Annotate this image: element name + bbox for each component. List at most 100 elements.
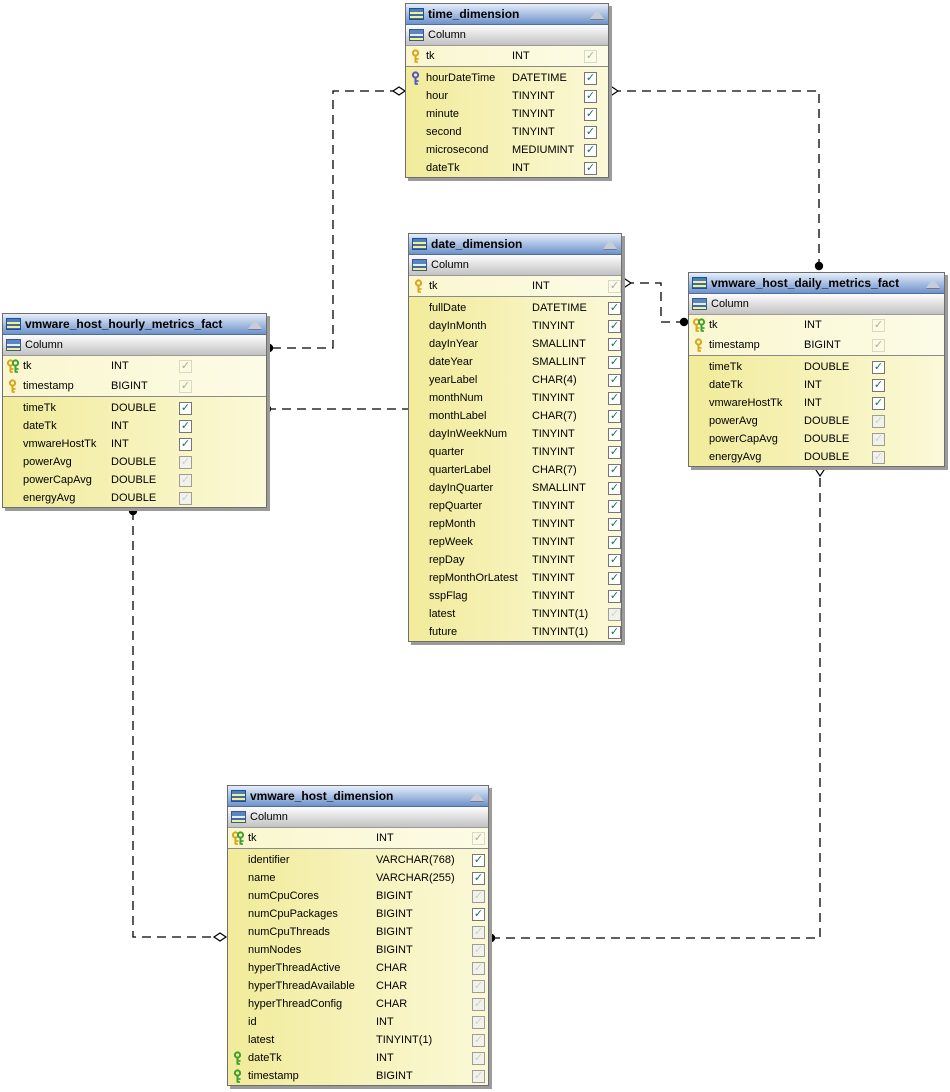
notnull-checkbox[interactable]: ✓ [179,401,192,415]
notnull-checkbox[interactable]: ✓ [179,437,192,451]
notnull-checkbox[interactable]: ✓ [608,589,621,603]
notnull-checkbox[interactable]: ✓ [872,318,885,332]
notnull-checkbox[interactable]: ✓ [584,89,597,103]
notnull-checkbox[interactable]: ✓ [472,1051,485,1065]
notnull-checkbox[interactable]: ✓ [584,71,597,85]
collapse-arrow-icon[interactable] [603,239,617,249]
notnull-checkbox[interactable]: ✓ [872,338,885,352]
notnull-checkbox[interactable]: ✓ [608,427,621,441]
notnull-checkbox[interactable]: ✓ [584,161,597,175]
notnull-checkbox[interactable]: ✓ [872,432,885,446]
notnull-checkbox[interactable]: ✓ [472,907,485,921]
column-section-header[interactable]: Column [3,335,266,356]
notnull-checkbox[interactable]: ✓ [608,571,621,585]
notnull-checkbox[interactable]: ✓ [608,535,621,549]
notnull-checkbox[interactable]: ✓ [472,1015,485,1029]
notnull-checkbox[interactable]: ✓ [472,961,485,975]
notnull-checkbox[interactable]: ✓ [472,1069,485,1083]
notnull-checkbox[interactable]: ✓ [608,279,621,293]
relationship-line-time_dimension-vmware_host_hourly_metrics_fact[interactable] [269,90,399,349]
notnull-checkbox[interactable]: ✓ [472,853,485,867]
notnull-checkbox[interactable]: ✓ [608,625,621,639]
notnull-checkbox[interactable]: ✓ [179,491,192,505]
notnull-checkbox[interactable]: ✓ [179,359,192,373]
notnull-checkbox[interactable]: ✓ [179,419,192,433]
notnull-checkbox[interactable]: ✓ [584,49,597,63]
notnull-checkbox[interactable]: ✓ [608,445,621,459]
collapse-arrow-icon[interactable] [248,319,262,329]
notnull-checkbox[interactable]: ✓ [608,319,621,333]
notnull-checkbox[interactable]: ✓ [608,517,621,531]
collapse-arrow-icon[interactable] [926,278,940,288]
notnull-checkbox[interactable]: ✓ [472,831,485,845]
table-header[interactable]: vmware_host_hourly_metrics_fact [3,314,266,335]
column-section-header[interactable]: Column [409,255,621,276]
notnull-checkbox[interactable]: ✓ [608,409,621,423]
notnull-checkbox[interactable]: ✓ [872,396,885,410]
notnull-checkbox[interactable]: ✓ [472,925,485,939]
collapse-arrow-icon[interactable] [590,9,604,19]
notnull-checkbox[interactable]: ✓ [179,379,192,393]
notnull-checkbox[interactable]: ✓ [872,450,885,464]
notnull-checkbox[interactable]: ✓ [608,499,621,513]
relationship-line-time_dimension-vmware_host_daily_metrics_fact[interactable] [612,90,820,266]
relationship-line-date_dimension-vmware_host_daily_metrics_fact[interactable] [625,282,684,323]
notnull-checkbox[interactable]: ✓ [584,125,597,139]
notnull-checkbox[interactable]: ✓ [608,355,621,369]
notnull-checkbox[interactable]: ✓ [608,463,621,477]
column-section-header[interactable]: Column [689,294,944,315]
collapse-arrow-icon[interactable] [470,791,484,801]
table-vmware-host-daily-metrics-fact[interactable]: vmware_host_daily_metrics_fact Column tk… [688,272,945,467]
notnull-checkbox[interactable]: ✓ [872,360,885,374]
relationship-line-vmware_host_dimension-vmware_host_daily_metrics_fact[interactable] [491,470,821,939]
notnull-checkbox[interactable]: ✓ [179,455,192,469]
notnull-checkbox[interactable]: ✓ [179,473,192,487]
notnull-checkbox[interactable]: ✓ [872,414,885,428]
column-section-header[interactable]: Column [228,807,488,828]
notnull-checkbox[interactable]: ✓ [472,1033,485,1047]
notnull-checkbox[interactable]: ✓ [608,301,621,315]
